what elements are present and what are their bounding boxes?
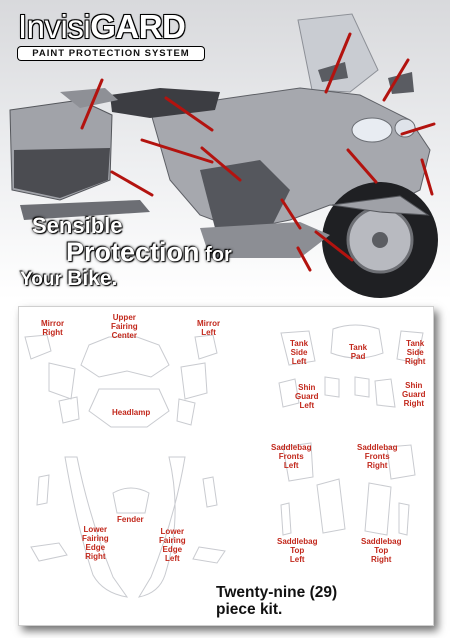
slogan: Sensible Protection for Your Bike. xyxy=(18,213,232,290)
slogan-line-2-a: Protection xyxy=(66,237,200,267)
label-shin-guard-left: Shin Guard Left xyxy=(295,383,319,410)
label-lower-fairing-edge-left: Lower Fairing Edge Left xyxy=(159,527,186,563)
label-tank-side-left: Tank Side Left xyxy=(290,339,309,366)
label-saddlebag-top-left: Saddlebag Top Left xyxy=(277,537,318,564)
slogan-line-2: Protection for xyxy=(66,239,232,266)
label-upper-fairing-center: Upper Fairing Center xyxy=(111,313,138,340)
slogan-line-3-a: Your xyxy=(20,269,68,290)
hero-photo: InvisiGARD PAINT PROTECTION SYSTEM Sensi… xyxy=(0,0,450,300)
kit-caption: Twenty-nine (29) piece kit. xyxy=(216,584,337,618)
label-tank-side-right: Tank Side Right xyxy=(405,339,426,366)
brand-name-bold: GARD xyxy=(90,8,186,45)
slogan-line-1: Sensible xyxy=(32,213,123,238)
brand-name-light: Invisi xyxy=(18,8,91,45)
label-mirror-right: Mirror Right xyxy=(41,319,65,337)
slogan-line-3: Your Bike. xyxy=(20,268,232,289)
label-tank-pad: Tank Pad xyxy=(349,343,368,361)
label-saddlebag-fronts-left: Saddlebag Fronts Left xyxy=(271,443,312,470)
brand-subtitle: PAINT PROTECTION SYSTEM xyxy=(18,47,204,60)
brand-logo: InvisiGARD PAINT PROTECTION SYSTEM xyxy=(18,8,204,60)
kit-sheet: Mirror Right Upper Fairing Center Mirror… xyxy=(18,306,434,626)
label-mirror-left: Mirror Left xyxy=(197,319,221,337)
caption-line-2: piece kit. xyxy=(216,601,283,618)
caption-line-1: Twenty-nine (29) xyxy=(216,584,338,601)
label-fender: Fender xyxy=(117,515,144,524)
label-lower-fairing-edge-right: Lower Fairing Edge Right xyxy=(82,525,109,561)
kit-piece-outlines xyxy=(24,324,424,598)
slogan-line-3-b: Bike. xyxy=(67,267,118,290)
slogan-line-2-b: for xyxy=(199,244,232,266)
label-saddlebag-fronts-right: Saddlebag Fronts Right xyxy=(357,443,398,470)
motorcycle-illustration xyxy=(9,13,438,298)
label-saddlebag-top-right: Saddlebag Top Right xyxy=(361,537,402,564)
label-headlamp: Headlamp xyxy=(112,408,151,417)
label-shin-guard-right: Shin Guard Right xyxy=(402,381,426,408)
